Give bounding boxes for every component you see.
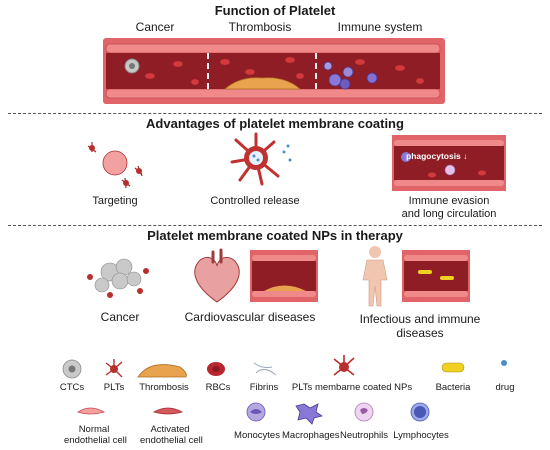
legend-macrophages: Macrophages	[282, 430, 340, 441]
rbc-icon	[207, 362, 225, 376]
cancer-therapy-illustration	[87, 258, 149, 298]
function-of-platelet-title: Function of Platelet	[214, 3, 336, 18]
lymphocyte-icon	[410, 402, 430, 422]
targeting-illustration	[87, 142, 143, 189]
infection-line1: Infectious and immune	[359, 312, 481, 326]
legend-lymphocytes: Lymphocytes	[393, 430, 449, 441]
legend-activated-endothelial: Activated endothelial cell	[140, 424, 203, 446]
human-figure-illustration	[362, 246, 388, 307]
cardio-label: Cardiovascular diseases	[184, 310, 316, 324]
legend-fibrins: Fibrins	[249, 382, 279, 393]
drug-icon	[501, 360, 507, 366]
infection-vessel-illustration	[402, 250, 470, 302]
advantages-title: Advantages of platelet membrane coating	[146, 116, 404, 131]
legend-rbcs: RBCs	[205, 382, 231, 393]
immune-evasion-illustration	[392, 135, 506, 191]
legend-icons-row1	[62, 355, 507, 379]
pnp-icon	[333, 355, 355, 376]
normal-endothelial-icon	[77, 407, 106, 415]
legend-plt-np: PLTs membarne coated NPs	[291, 382, 413, 393]
divider-1	[8, 113, 542, 114]
divider-2	[8, 225, 542, 226]
targeting-label: Targeting	[92, 195, 138, 207]
immune-evasion-line2: and long circulation	[401, 208, 497, 220]
ctc-icon	[62, 359, 82, 379]
thrombosis-icon	[137, 364, 187, 378]
monocyte-icon	[246, 402, 266, 422]
immune-evasion-label: Immune evasion and long circulation	[390, 195, 508, 221]
plt-icon	[105, 359, 123, 378]
legend-monocytes: Monocytes	[234, 430, 280, 441]
legend-normal-line1: Normal	[78, 424, 110, 435]
bacteria-icon	[441, 362, 465, 373]
blood-vessel-illustration	[103, 38, 445, 104]
neutrophil-icon	[354, 402, 374, 422]
legend-drug: drug	[495, 382, 515, 393]
controlled-release-label: Controlled release	[210, 195, 300, 207]
phagocytosis-label: phagocytosis ↓	[406, 151, 468, 161]
legend-activated-line1: Activated	[150, 424, 190, 435]
cancer-label: Cancer	[135, 20, 175, 34]
immune-system-label: Immune system	[337, 20, 423, 34]
thrombosis-label: Thrombosis	[228, 20, 292, 34]
legend-thrombosis: Thrombosis	[139, 382, 189, 393]
legend-neutrophils: Neutrophils	[339, 430, 389, 441]
infection-line2: diseases	[396, 326, 444, 340]
infection-label: Infectious and immune diseases	[355, 312, 485, 340]
legend-activated-line2: endothelial cell	[140, 435, 203, 446]
controlled-release-illustration	[230, 132, 292, 186]
legend-normal-line2: endothelial cell	[64, 435, 127, 446]
legend-bacteria: Bacteria	[435, 382, 471, 393]
macrophage-icon	[295, 403, 323, 425]
therapy-title: Platelet membrane coated NPs in therapy	[147, 228, 403, 243]
cardio-vessel-illustration	[250, 250, 318, 302]
heart-illustration	[194, 248, 240, 303]
legend-ctcs: CTCs	[59, 382, 85, 393]
cancer-therapy-label: Cancer	[100, 310, 140, 324]
legend-icons-row2	[77, 402, 430, 425]
fibrin-icon	[253, 362, 277, 376]
legend-normal-endothelial: Normal endothelial cell	[64, 424, 127, 446]
immune-evasion-line1: Immune evasion	[408, 195, 490, 207]
activated-endothelial-icon	[152, 407, 184, 415]
legend-plts: PLTs	[103, 382, 125, 393]
